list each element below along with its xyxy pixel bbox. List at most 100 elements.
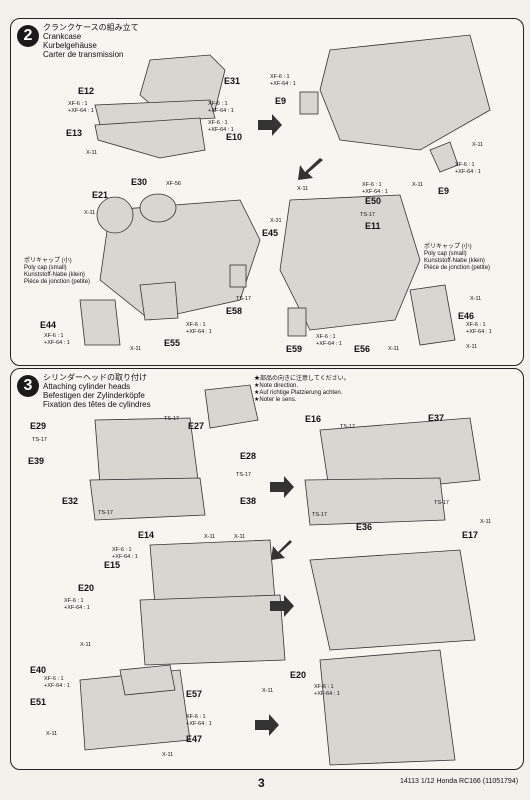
step-3-number: 3 [17,375,39,397]
label-e17: E17 [462,530,479,540]
paint-callout: TS-17 [312,512,327,518]
step-3-title: シリンダーヘッドの取り付け Attaching cylinder heads B… [43,373,151,409]
paint-callout: TS-17 [98,510,113,516]
paint-callout: X-11 [412,182,424,188]
paint-callout: XF-6 : 1 +XF-64 : 1 [44,676,70,689]
arrow-down-left-icon [298,158,323,180]
paint-callout: TS-17 [434,500,449,506]
label-e51: E51 [30,697,47,707]
label-e59: E59 [286,344,303,354]
paint-callout: XF-6 : 1 +XF-64 : 1 [208,120,234,133]
label-e38: E38 [240,496,257,506]
step-2-number: 2 [17,25,39,47]
paint-callout: TS-17 [164,416,179,422]
polycap-note-line: Poly cap (small) [24,265,67,271]
label-e14: E14 [138,530,155,540]
part-e27-shape [204,384,259,429]
step-2-title-de: Kurbelgehäuse [43,41,97,50]
label-e20-left: E20 [78,583,95,593]
paint-callout: TS-17 [360,212,375,218]
paint-callout: XF-6 : 1 +XF-64 : 1 [186,322,212,335]
part-e9-right-shape [429,141,459,173]
paint-callout: XF-6 : 1 +XF-64 : 1 [455,162,481,175]
paint-callout: X-11 [466,344,478,350]
step-2-title-en: Crankcase [43,32,82,41]
paint-callout: TS-17 [236,296,251,302]
label-e56: E56 [354,344,371,354]
paint-callout: XF-56 [166,181,181,187]
polycap-note-line: Poly cap (small) [424,251,467,257]
paint-callout: XF-6 : 1 +XF-64 : 1 [208,101,234,114]
arrow-right-icon [270,595,294,617]
part-e31-shape [139,54,226,113]
paint-callout: XF-6 : 1 +XF-64 : 1 [314,684,340,697]
paint-callout: X-11 [130,346,142,352]
part-e21-shape [96,196,134,234]
part-e30-shape [139,193,177,223]
polycap-note-line: Kunststoff-Nabe (klein) [424,258,485,264]
direction-note-line: ★Auf richtige Platzierung achten. [254,390,343,396]
paint-callout: XF-6 : 1 +XF-64 : 1 [112,547,138,560]
part-e59-shape [287,307,307,337]
step-2-title-fr: Carter de transmission [43,50,124,59]
step-3-title-de: Befestigen der Zylinderköpfe [43,391,145,400]
paint-callout: X-11 [234,534,246,540]
step-3-title-en: Attaching cylinder heads [43,382,131,391]
paint-callout: X-11 [388,346,400,352]
label-e11: E11 [365,221,381,231]
part-e37-shape [319,417,481,496]
label-e13: E13 [66,128,83,138]
label-e9-right: E9 [438,186,450,196]
polycap-note-line: Pièce de jonction (petite) [24,279,91,285]
engine-block-shape [319,34,491,151]
paint-callout: X-31 [270,218,282,224]
paint-callout: TS-17 [32,437,47,443]
paint-callout: TS-17 [236,472,251,478]
polycap-note-right: ポリキャップ (小) Poly cap (small) Kunststoff-N… [424,244,490,272]
paint-callout: XF-6 : 1 +XF-64 : 1 [64,598,90,611]
part-e58-shape [229,264,247,288]
label-e37: E37 [428,413,445,423]
crankcase-shape [99,199,261,321]
label-e31: E31 [224,76,241,86]
label-e27: E27 [188,421,205,431]
crankcase-right-shape [279,194,421,331]
label-e45: E45 [262,228,279,238]
paint-callout: XF-6 : 1 +XF-64 : 1 [466,322,492,335]
polycap-note-left: ポリキャップ (小) Poly cap (small) Kunststoff-N… [24,258,90,286]
label-e39: E39 [28,456,45,466]
arrow-down-left-icon [271,540,292,560]
cylinder-head-upper-shape [94,417,199,486]
part-e13-shape [94,117,206,159]
label-e21: E21 [92,190,109,200]
polycap-note-line: ポリキャップ (小) [24,258,72,264]
paint-callout: X-11 [46,731,58,737]
label-e30: E30 [131,177,148,187]
direction-note-line: ★Note direction. [254,383,299,389]
step-2-title-jp: クランクケースの組み立て [43,23,139,32]
paint-callout: X-11 [80,642,92,648]
paint-callout: X-11 [297,186,309,192]
paint-callout: X-11 [86,150,98,156]
part-e55-shape [139,281,179,321]
paint-callout: XF-6 : 1 +XF-64 : 1 [316,334,342,347]
label-e32: E32 [62,496,79,506]
direction-note-line: ★Noter le sens. [254,397,297,403]
label-e20-right: E20 [290,670,307,680]
part-e57-shape [119,664,176,696]
engine-final-shape [319,649,456,766]
arrow-right-icon [270,476,294,498]
step-3-title-jp: シリンダーヘッドの取り付け [43,373,147,382]
label-e29: E29 [30,421,47,431]
paint-callout: TS-17 [340,424,355,430]
paint-callout: XF-6 : 1 +XF-64 : 1 [186,714,212,727]
part-e36-shape [304,477,446,526]
step-3-title-fr: Fixation des têtes de cylindres [43,400,151,409]
product-code: 14113 1/12 Honda RC166 (11051794) [400,778,519,785]
label-e12: E12 [78,86,95,96]
step-2-title: クランクケースの組み立て Crankcase Kurbelgehäuse Car… [43,23,139,59]
label-e50: E50 [365,196,382,206]
paint-callout: X-11 [470,296,482,302]
